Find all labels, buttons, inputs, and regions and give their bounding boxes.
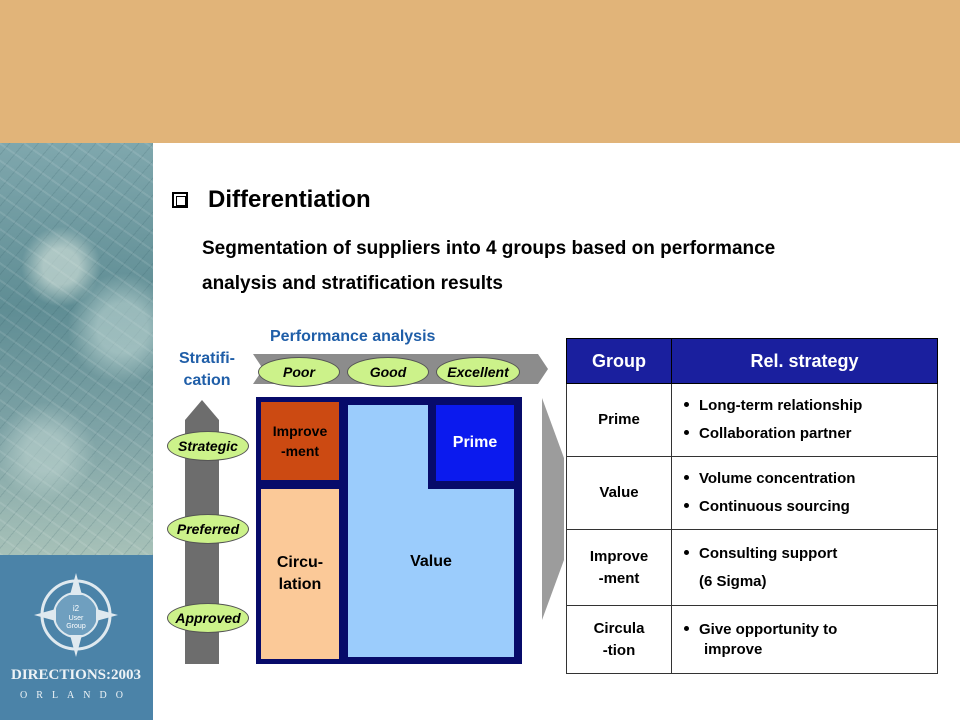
- group-label: Value: [599, 484, 639, 501]
- slide-title: Differentiation: [208, 186, 371, 213]
- strategy-cell: Volume concentration Continuous sourcing: [671, 456, 938, 530]
- strategy-item: Continuous sourcing: [684, 493, 936, 521]
- table-row: Circula -tion Give opportunity to improv…: [566, 605, 938, 674]
- strategy-text: (6 Sigma): [699, 572, 767, 590]
- strategy-text: Volume concentration: [699, 470, 856, 487]
- strategy-text: Continuous sourcing: [699, 498, 850, 515]
- strategy-item: (6 Sigma): [684, 568, 936, 596]
- strategy-text: Collaboration partner: [699, 425, 852, 442]
- chevron-right-icon: [542, 398, 564, 620]
- strategy-item: Collaboration partner: [684, 420, 936, 448]
- sidebar-map-image: [0, 143, 153, 555]
- table-row: Improve -ment Consulting support (6 Sigm…: [566, 529, 938, 606]
- cell-improvement: Improve -ment: [261, 402, 339, 480]
- group-cell: Circula -tion: [566, 605, 672, 674]
- header-group: Group: [566, 338, 672, 384]
- strata-strategic-oval: Strategic: [167, 431, 249, 461]
- strategy-text: Consulting support: [699, 544, 838, 562]
- cell-improvement-line2: -ment: [280, 443, 320, 459]
- cell-value-label: Value: [410, 553, 452, 570]
- cell-value-lower: [348, 489, 514, 657]
- bullet-icon: [684, 475, 689, 480]
- table-row: Prime Long-term relationship Collaborati…: [566, 383, 938, 457]
- stratification-label-line1: Stratifi-: [179, 350, 235, 367]
- strategy-cell: Long-term relationship Collaboration par…: [671, 383, 938, 457]
- segmentation-grid: Improve -ment Circu- lation Value Prime: [256, 397, 522, 664]
- checkbox-bullet-icon: [172, 192, 188, 208]
- bullet-icon: [684, 625, 689, 631]
- strategy-cell: Give opportunity to improve: [671, 605, 938, 674]
- performance-analysis-label: Performance analysis: [270, 328, 436, 345]
- group-cell: Improve -ment: [566, 529, 672, 606]
- directions-2003-logo: i2 User Group DIRECTIONS:2003 ORLANDO: [0, 555, 153, 720]
- group-label-line2: -tion: [602, 641, 636, 659]
- performance-excellent-oval: Excellent: [436, 357, 520, 387]
- bullet-icon: [684, 430, 689, 435]
- cell-prime: Prime: [436, 405, 514, 481]
- svg-text:i2: i2: [73, 604, 80, 613]
- slide-subtitle-line1: Segmentation of suppliers into 4 groups …: [202, 238, 776, 259]
- performance-good-oval: Good: [347, 357, 429, 387]
- table-row: Value Volume concentration Continuous so…: [566, 456, 938, 530]
- cell-improvement-line1: Improve: [272, 423, 328, 439]
- strategy-item: improve: [684, 640, 936, 660]
- svg-text:DIRECTIONS:2003: DIRECTIONS:2003: [11, 667, 141, 683]
- svg-text:Group: Group: [66, 623, 86, 630]
- table-header-row: Group Rel. strategy: [566, 338, 938, 384]
- cell-circulation: Circu- lation: [261, 489, 339, 659]
- group-label-line1: Circula: [593, 619, 645, 637]
- bullet-icon: [684, 402, 689, 407]
- header-strategy: Rel. strategy: [671, 338, 938, 384]
- group-label-line2: -ment: [598, 569, 640, 587]
- cell-circulation-line1: Circu-: [276, 554, 324, 571]
- strategy-item: Long-term relationship: [684, 392, 936, 420]
- strategy-item: Consulting support: [684, 540, 936, 568]
- stratification-label: Stratifi- cation: [162, 348, 252, 392]
- relationship-strategy-table: Group Rel. strategy Prime Long-term rela…: [566, 338, 938, 674]
- header-band: [0, 0, 960, 143]
- strategy-text: Give opportunity to: [699, 620, 838, 638]
- stratification-label-line2: cation: [183, 372, 231, 389]
- slide-subtitle-line2: analysis and stratification results: [202, 273, 503, 294]
- strategy-cell: Consulting support (6 Sigma): [671, 529, 938, 606]
- group-label-line1: Improve: [589, 547, 649, 565]
- strategy-item: Give opportunity to: [684, 620, 936, 640]
- strata-preferred-oval: Preferred: [167, 514, 249, 544]
- svg-text:ORLANDO: ORLANDO: [20, 690, 132, 701]
- cell-circulation-line2: lation: [278, 576, 322, 593]
- group-cell: Prime: [566, 383, 672, 457]
- strata-approved-oval: Approved: [167, 603, 249, 633]
- group-label: Prime: [598, 411, 640, 428]
- performance-poor-oval: Poor: [258, 357, 340, 387]
- strategy-text: improve: [704, 640, 763, 658]
- strategy-text: Long-term relationship: [699, 397, 863, 414]
- strategy-item: Volume concentration: [684, 465, 936, 493]
- svg-text:User: User: [69, 615, 84, 622]
- bullet-icon: [684, 503, 689, 508]
- group-cell: Value: [566, 456, 672, 530]
- bullet-icon: [684, 549, 689, 555]
